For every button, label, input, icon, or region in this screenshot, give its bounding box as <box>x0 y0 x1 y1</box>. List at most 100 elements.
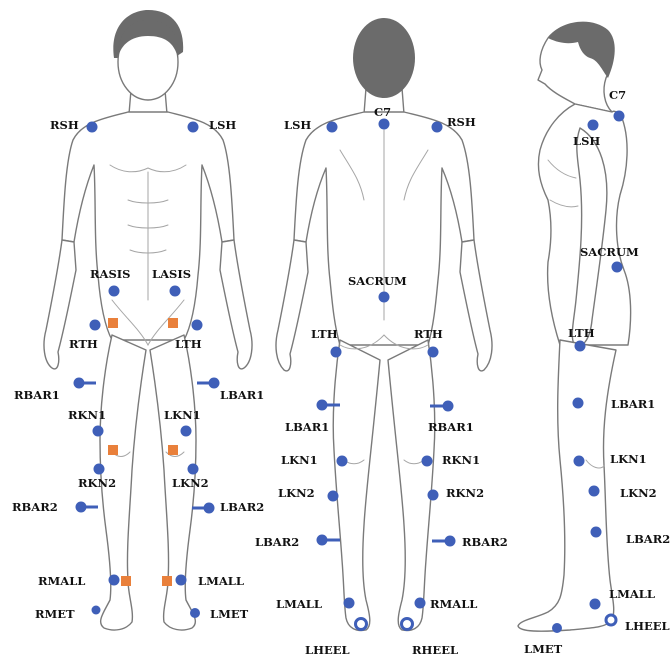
label-front-rkn2: RKN2 <box>78 476 116 490</box>
marker-back-rbar1 <box>443 401 454 412</box>
marker-lkn2 <box>188 464 199 475</box>
marker-lbar1 <box>209 378 220 389</box>
label-side-c7: C7 <box>609 88 626 102</box>
marker-back-rkn2 <box>428 490 439 501</box>
label-back-lsh: LSH <box>284 118 311 132</box>
label-front-lsh: LSH <box>209 118 236 132</box>
label-front-rbar2: RBAR2 <box>12 500 58 514</box>
label-front-lbar1: LBAR1 <box>220 388 264 402</box>
marker-rbar1 <box>74 378 85 389</box>
label-front-rasis: RASIS <box>90 267 130 281</box>
marker-rsh <box>87 122 98 133</box>
marker-back-lmall <box>344 598 355 609</box>
label-front-lmall: LMALL <box>198 574 244 588</box>
label-side-lkn1: LKN1 <box>610 452 647 466</box>
cluster-marker-left-shank <box>168 445 178 455</box>
label-side-lmall: LMALL <box>609 587 655 601</box>
label-front-lkn1: LKN1 <box>164 408 201 422</box>
marker-back-rsh <box>432 122 443 133</box>
cluster-marker-right-shank <box>108 445 118 455</box>
marker-back-lheel <box>356 619 367 630</box>
label-back-rsh: RSH <box>447 115 476 129</box>
label-back-lbar2: LBAR2 <box>255 535 299 549</box>
label-back-rkn1: RKN1 <box>442 453 480 467</box>
cluster-marker-left-thigh <box>168 318 178 328</box>
marker-back-lkn2 <box>328 491 339 502</box>
marker-back-lkn1 <box>337 456 348 467</box>
marker-rasis <box>109 286 120 297</box>
label-side-lheel: LHEEL <box>625 619 670 633</box>
marker-rkn1 <box>93 426 104 437</box>
label-back-rheel: RHEEL <box>412 643 458 656</box>
marker-side-lkn2 <box>589 486 600 497</box>
front-body-figure <box>44 10 252 630</box>
label-front-rth: RTH <box>69 337 98 351</box>
back-left-arm <box>276 240 308 371</box>
front-view: RSH LSH RASIS LASIS RTH LTH RBAR1 LBAR1 … <box>12 10 264 630</box>
label-back-rth: RTH <box>414 327 443 341</box>
marker-side-lmall <box>590 599 601 610</box>
label-back-lth: LTH <box>311 327 338 341</box>
label-back-lkn2: LKN2 <box>278 486 315 500</box>
label-side-lbar1: LBAR1 <box>611 397 655 411</box>
front-left-arm <box>220 240 252 369</box>
label-back-rkn2: RKN2 <box>446 486 484 500</box>
label-back-rbar1: RBAR1 <box>428 420 474 434</box>
label-front-lbar2: LBAR2 <box>220 500 264 514</box>
label-side-lsh: LSH <box>573 134 600 148</box>
marker-side-c7 <box>614 111 625 122</box>
label-front-lasis: LASIS <box>152 267 191 281</box>
back-head <box>353 18 415 98</box>
marker-back-rbar2 <box>445 536 456 547</box>
label-back-c7: C7 <box>374 105 391 119</box>
marker-rmet <box>92 606 101 615</box>
label-front-rkn1: RKN1 <box>68 408 106 422</box>
label-back-lmall: LMALL <box>276 597 322 611</box>
back-view: LSH C7 RSH SACRUM LTH RTH LBAR1 RBAR1 LK… <box>255 18 508 656</box>
marker-lkn1 <box>181 426 192 437</box>
marker-lsh <box>188 122 199 133</box>
marker-rbar2 <box>76 502 87 513</box>
marker-rkn2 <box>94 464 105 475</box>
marker-back-lbar2 <box>317 535 328 546</box>
label-back-lheel: LHEEL <box>305 643 350 656</box>
label-back-sacrum: SACRUM <box>348 274 407 288</box>
marker-side-lth <box>575 341 586 352</box>
label-side-sacrum: SACRUM <box>580 245 639 259</box>
marker-lasis <box>170 286 181 297</box>
cluster-marker-right-foot <box>121 576 131 586</box>
marker-lbar2 <box>204 503 215 514</box>
marker-side-lsh <box>588 120 599 131</box>
marker-back-lth <box>331 347 342 358</box>
label-front-rmall: RMALL <box>38 574 85 588</box>
side-leg <box>518 340 616 631</box>
label-side-lth: LTH <box>568 326 595 340</box>
marker-back-lsh <box>327 122 338 133</box>
label-front-lkn2: LKN2 <box>172 476 209 490</box>
label-side-lbar2: LBAR2 <box>626 532 670 546</box>
cluster-marker-right-thigh <box>108 318 118 328</box>
label-side-lmet: LMET <box>524 642 563 656</box>
marker-lmall <box>176 575 187 586</box>
marker-back-c7 <box>379 119 390 130</box>
marker-side-lbar2 <box>591 527 602 538</box>
marker-rth <box>90 320 101 331</box>
side-view: C7 LSH SACRUM LTH LBAR1 LKN1 LKN2 LBAR2 … <box>518 22 670 656</box>
marker-side-lmet <box>552 623 562 633</box>
marker-lth <box>192 320 203 331</box>
label-back-rbar2: RBAR2 <box>462 535 508 549</box>
back-right-arm <box>460 240 492 371</box>
marker-rmall <box>109 575 120 586</box>
label-front-lth: LTH <box>175 337 202 351</box>
cluster-marker-left-foot <box>162 576 172 586</box>
marker-side-lkn1 <box>574 456 585 467</box>
label-front-rbar1: RBAR1 <box>14 388 60 402</box>
back-left-leg <box>333 340 380 631</box>
label-front-lmet: LMET <box>210 607 249 621</box>
label-front-rsh: RSH <box>50 118 79 132</box>
marker-back-rth <box>428 347 439 358</box>
marker-back-rheel <box>402 619 413 630</box>
marker-side-lheel <box>606 615 616 625</box>
back-right-leg <box>388 340 435 631</box>
